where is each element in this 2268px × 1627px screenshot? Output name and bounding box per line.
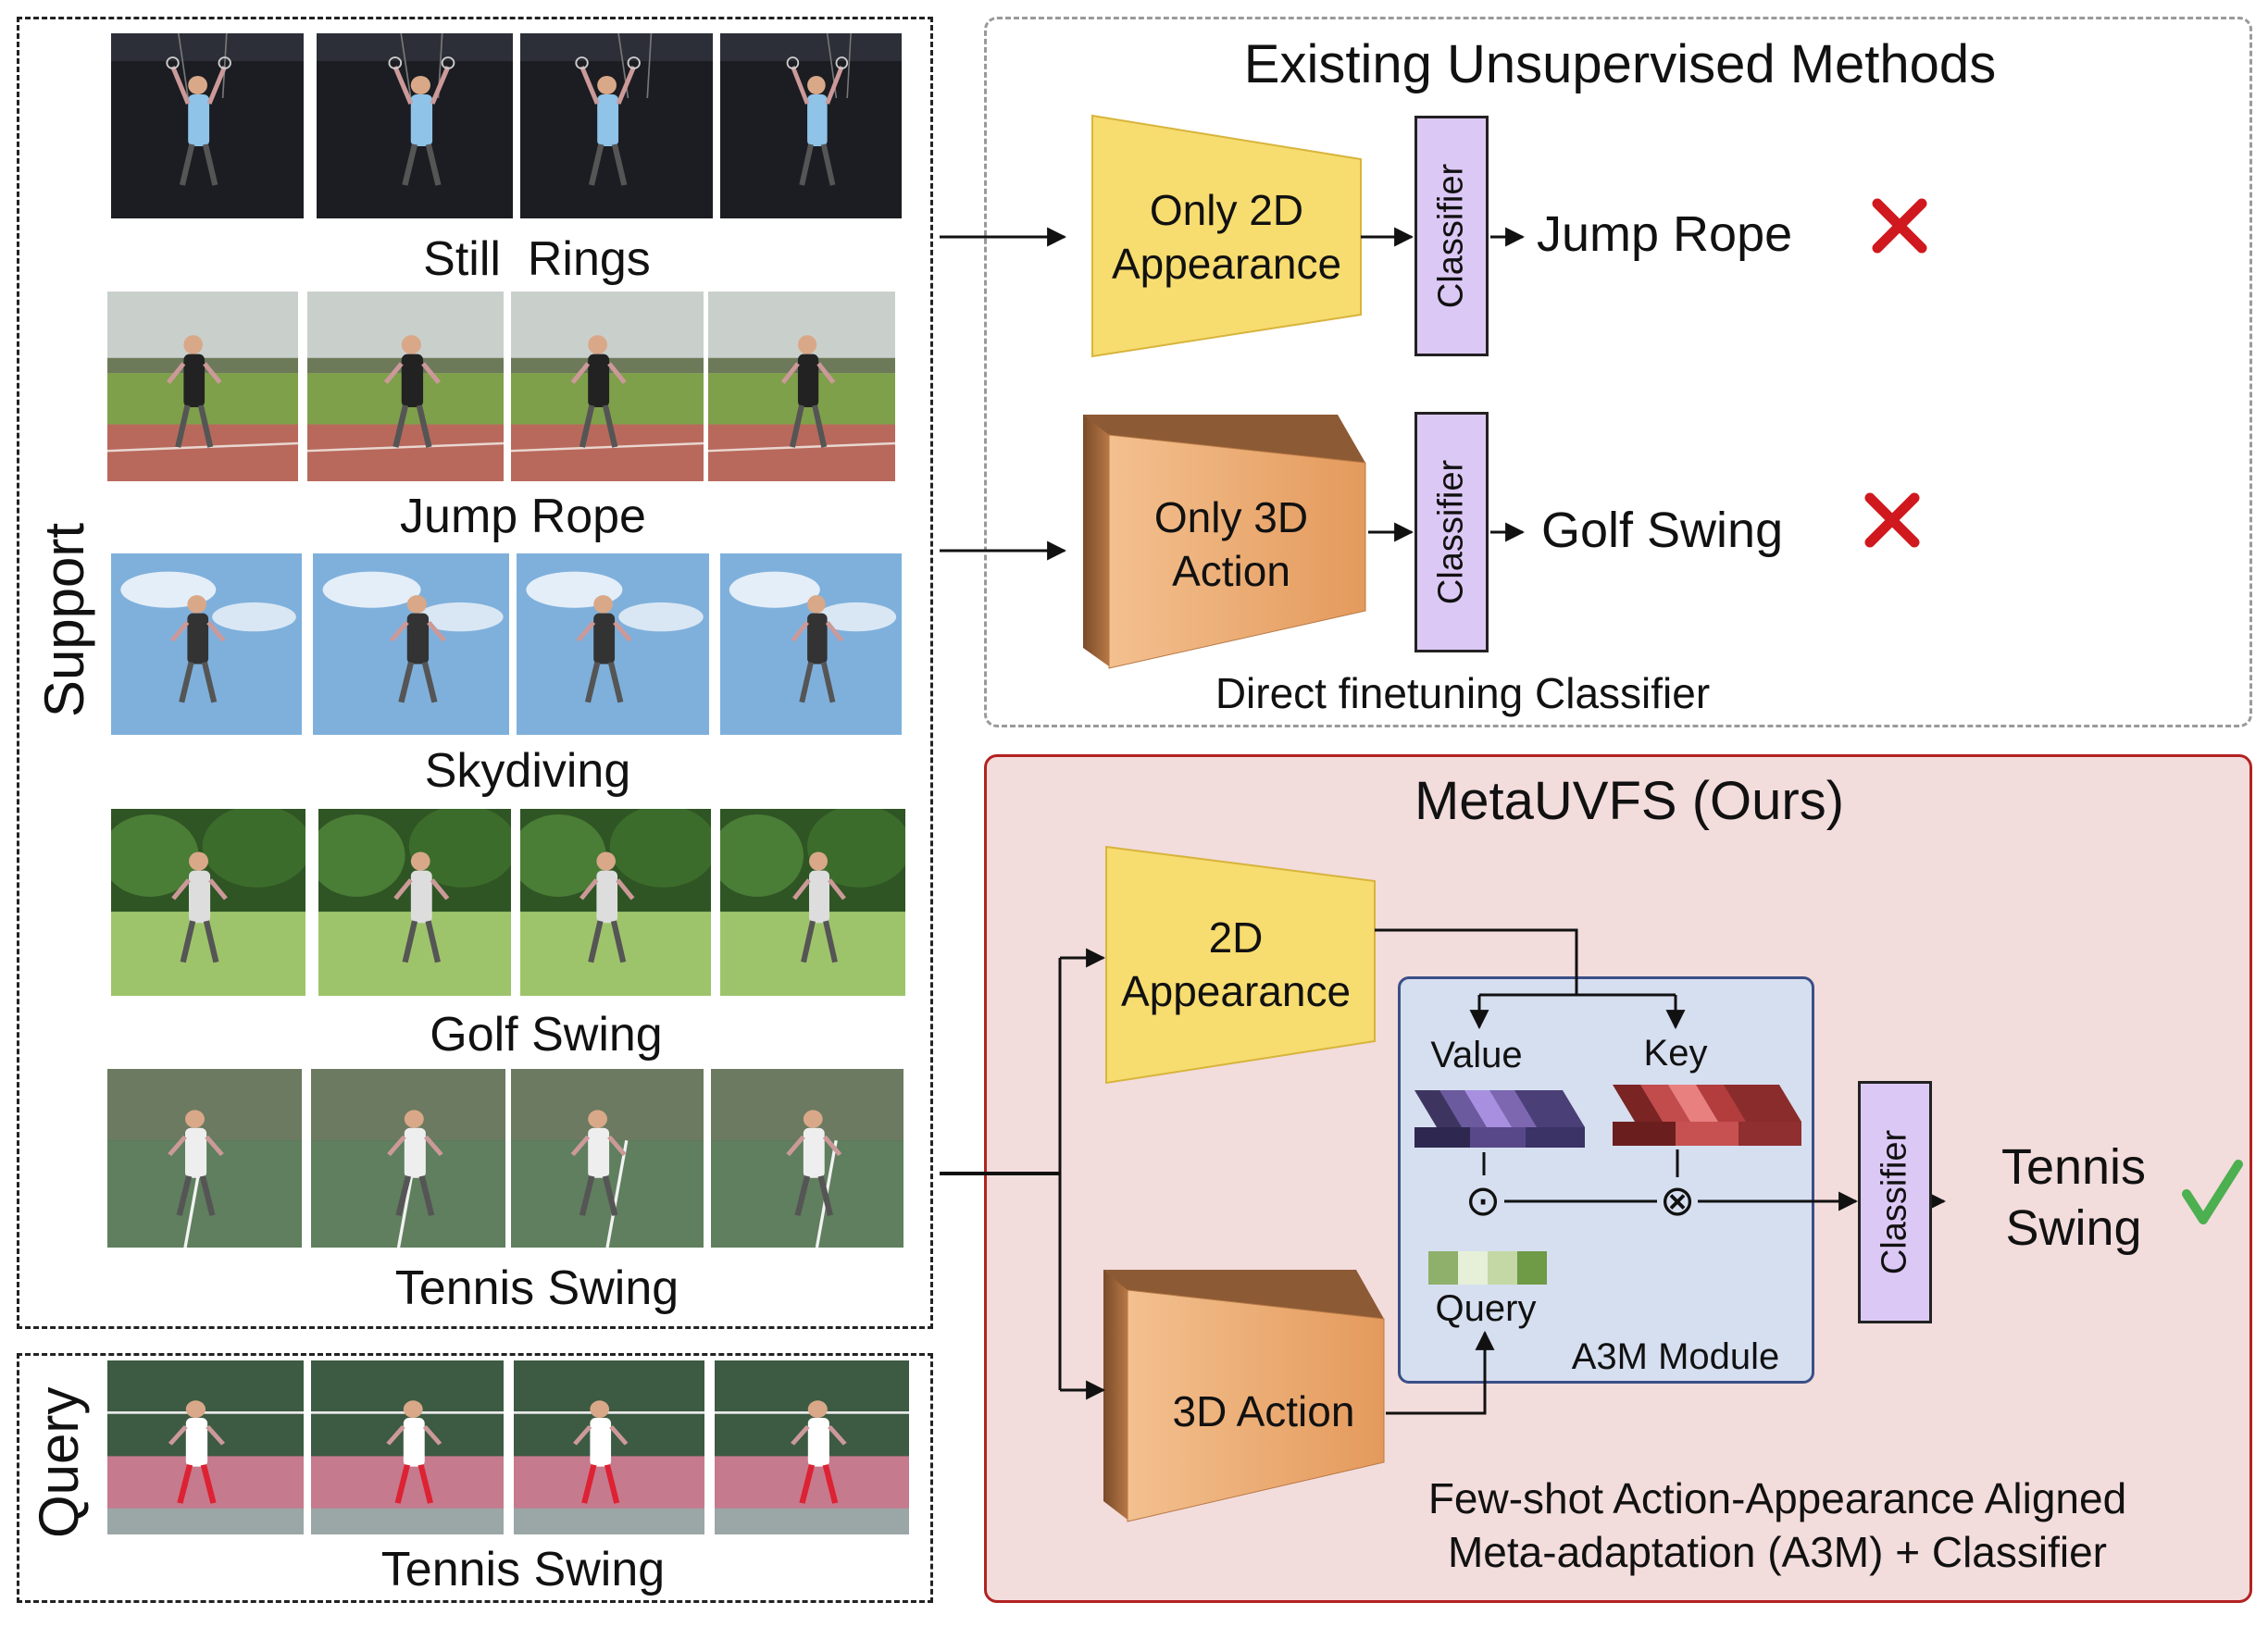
skydiving-frame-1 [111,553,302,735]
wrong-mark-1 [1872,198,1927,254]
existing-classifier-2-label: Classifier [1431,459,1471,605]
support-row-label-skydiving: Skydiving [424,744,631,798]
value-label: Value [1430,1035,1523,1075]
existing-classifier-1-label: Classifier [1431,163,1471,309]
ours-2d-label: 2D Appearance [1120,913,1352,1015]
metauvfs-title: MetaUVFS (Ours) [1414,771,1845,831]
jump-rope-frame-4 [708,292,895,481]
jump-rope-frame-1 [107,292,298,481]
dot-product-operator: ⊙ [1464,1176,1502,1224]
tennis-swing-frame-3 [511,1069,704,1248]
still-rings-frame-4 [720,33,902,218]
wrong-mark-2 [1864,492,1920,548]
existing-classifier-2: Classifier [1414,412,1489,652]
existing-2d-label: Only 2D Appearance [1111,186,1342,288]
golf-swing-frame-3 [520,809,711,996]
support-row-label-golf-swing: Golf Swing [430,1008,663,1062]
ours-prediction: Tennis Swing [2000,1139,2147,1256]
jump-rope-frame-2 [307,292,504,481]
golf-swing-frame-1 [111,809,305,996]
existing-classifier-1: Classifier [1414,116,1489,356]
ours-classifier-label: Classifier [1875,1129,1914,1275]
still-rings-frame-2 [317,33,513,218]
query-tennis-frame-4 [715,1360,909,1534]
ours-classifier: Classifier [1858,1081,1932,1323]
golf-swing-frame-2 [318,809,511,996]
cross-product-operator: ⊗ [1659,1176,1696,1224]
existing-caption: Direct finetuning Classifier [1215,669,1711,717]
skydiving-frame-3 [517,553,709,735]
support-row-label-jump-rope: Jump Rope [400,490,646,543]
support-row-label-tennis-swing: Tennis Swing [394,1261,679,1315]
existing-prediction-1: Jump Rope [1537,206,1793,262]
query-tennis-frame-3 [514,1360,704,1534]
query-tennis-frame-1 [107,1360,304,1534]
a3m-module-label: A3M Module [1571,1336,1780,1377]
jump-rope-frame-3 [511,292,704,481]
support-row-label-still-rings: Still Rings [423,232,651,286]
golf-swing-frame-4 [720,809,905,996]
query-tennis-frame-2 [311,1360,504,1534]
right-mark [2182,1160,2243,1224]
existing-prediction-2: Golf Swing [1541,503,1784,558]
query-vector-icon [1428,1251,1547,1285]
ours-2d-appearance-encoder [1105,845,1376,1085]
existing-methods-panel [984,17,2252,727]
key-label: Key [1643,1033,1708,1074]
existing-2d-appearance-encoder [1091,114,1362,358]
skydiving-frame-2 [313,553,509,735]
existing-3d-action-encoder [1083,415,1366,669]
tennis-swing-frame-2 [311,1069,505,1248]
support-panel [17,17,933,1329]
still-rings-frame-1 [111,33,304,218]
skydiving-frame-4 [720,553,902,735]
ours-3d-label: 3D Action [1172,1387,1355,1435]
existing-methods-title: Existing Unsupervised Methods [1243,34,1997,94]
ours-3d-action-encoder [1103,1270,1385,1522]
key-tensor-icon [1613,1085,1801,1146]
query-panel [17,1353,933,1603]
value-tensor-icon [1414,1090,1585,1148]
existing-3d-label: Only 3D Action [1153,493,1309,595]
still-rings-frame-3 [520,33,713,218]
ours-caption-line-1: Few-shot Action-Appearance Aligned [1427,1474,2127,1522]
a3m-module-box [1398,976,1814,1384]
tennis-swing-frame-4 [711,1069,903,1248]
query-tensor-label: Query [1435,1288,1537,1329]
query-row-label: Tennis Swing [380,1543,666,1596]
tennis-swing-frame-1 [107,1069,302,1248]
ours-caption-line-2: Meta-adaptation (A3M) + Classifier [1447,1528,2107,1576]
